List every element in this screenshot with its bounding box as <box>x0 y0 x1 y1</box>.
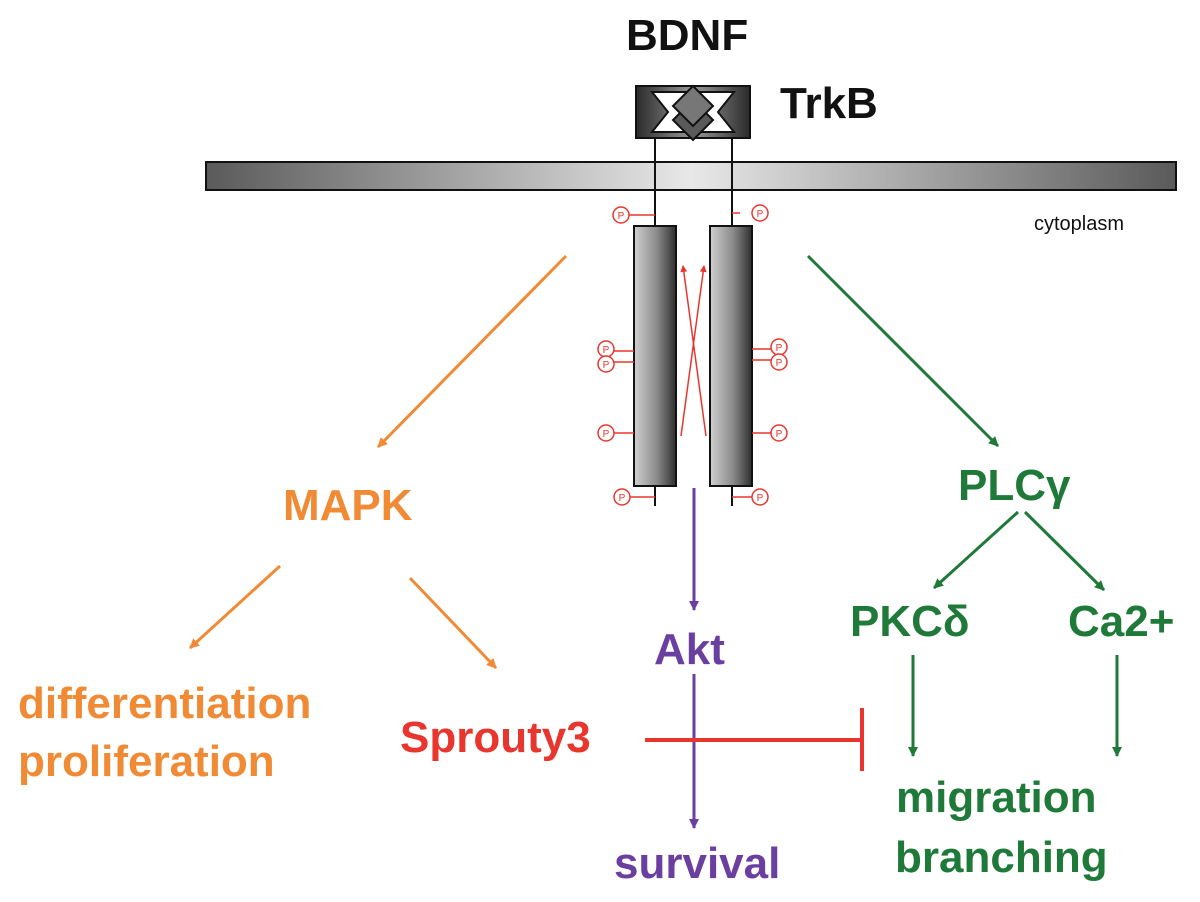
cell-membrane <box>205 161 1177 191</box>
phospho-letter: P <box>776 343 783 354</box>
arrow-mapk-to-sprouty3 <box>408 576 498 670</box>
phospho-letter: P <box>776 358 783 369</box>
trkb-label: TrkB <box>780 79 878 128</box>
branching-label: branching <box>895 833 1108 882</box>
proliferation-label: proliferation <box>18 737 275 786</box>
phospho-circle <box>751 204 769 222</box>
trkb-kinase-domain-right <box>709 225 753 487</box>
trkb-kinase-domain-left <box>633 225 677 487</box>
arrow-receptor-to-mapk <box>376 254 568 449</box>
migration-label: migration <box>896 773 1097 822</box>
phospho-circle <box>613 488 631 506</box>
sprouty3-inhibition-bar <box>645 708 864 771</box>
plcgamma-label: PLCγ <box>958 461 1071 510</box>
phospho-circle <box>597 355 615 373</box>
sprouty3-label: Sprouty3 <box>400 713 591 762</box>
akt-label: Akt <box>654 625 725 674</box>
phospho-circle <box>751 488 769 506</box>
arrow-mapk-to-differentiation <box>188 564 282 650</box>
phospho-letter: P <box>618 211 625 222</box>
mapk-label: MAPK <box>283 481 413 530</box>
phospho-letter: P <box>619 493 626 504</box>
bdnf-label: BDNF <box>626 11 749 60</box>
phospho-letters: P P P P P P P P P P <box>603 209 783 504</box>
differentiation-label: differentiation <box>18 679 312 728</box>
phospho-circles <box>597 204 788 506</box>
transphosphorylation-arrow-1 <box>680 265 707 437</box>
bdnf-ligand-icon <box>671 84 715 142</box>
cytoplasm-label: cytoplasm <box>1034 213 1125 235</box>
pkcdelta-label: PKCδ <box>850 597 970 646</box>
phospho-sites <box>614 212 771 498</box>
phospho-letter: P <box>603 360 610 371</box>
arrow-plc-to-ca <box>1023 510 1106 592</box>
phospho-letter: P <box>757 493 764 504</box>
transphosphorylation-arrow-2 <box>680 265 707 437</box>
phospho-letter: P <box>757 209 764 220</box>
phospho-letter: P <box>603 429 610 440</box>
phospho-circle <box>597 424 615 442</box>
phospho-circle <box>770 353 788 371</box>
arrow-plc-to-pkc <box>932 510 1020 590</box>
phospho-letter: P <box>603 345 610 356</box>
phospho-circle <box>770 424 788 442</box>
arrow-receptor-to-plc <box>806 254 1000 448</box>
phospho-letter: P <box>776 429 783 440</box>
ca2plus-label: Ca2+ <box>1068 597 1175 646</box>
phospho-circle <box>612 206 630 224</box>
survival-label: survival <box>614 839 781 888</box>
